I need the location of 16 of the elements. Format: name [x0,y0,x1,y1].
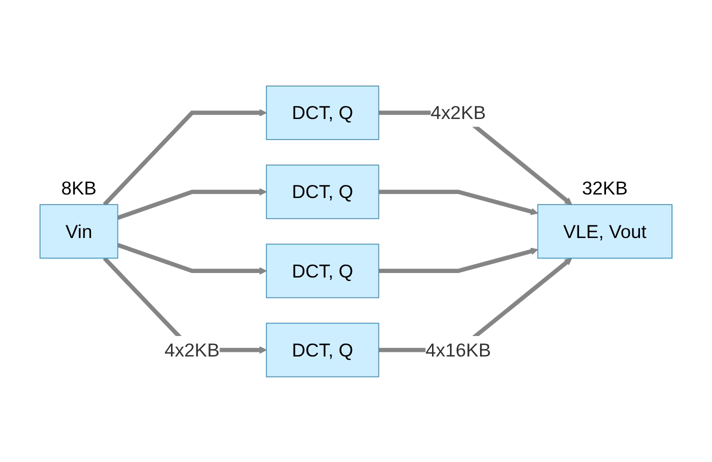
arrow [378,247,538,273]
node-box: Vin [40,204,118,258]
node-box: DCT, Q [266,164,380,219]
node-box: DCT, Q [266,322,380,377]
arrow [378,189,538,215]
node-box: VLE, Vout [537,204,672,258]
arrow [102,108,267,206]
size-label: 8KB [61,177,97,198]
arrow [117,242,267,274]
arrow [117,188,267,220]
node-box: DCT, Q [266,243,380,298]
node-box: DCT, Q [266,85,380,140]
size-label: 32KB [582,177,628,198]
edge-label: 4x16KB [425,338,491,360]
edge-label: 4x2KB [430,102,486,124]
edge-label: 4x2KB [164,338,220,360]
